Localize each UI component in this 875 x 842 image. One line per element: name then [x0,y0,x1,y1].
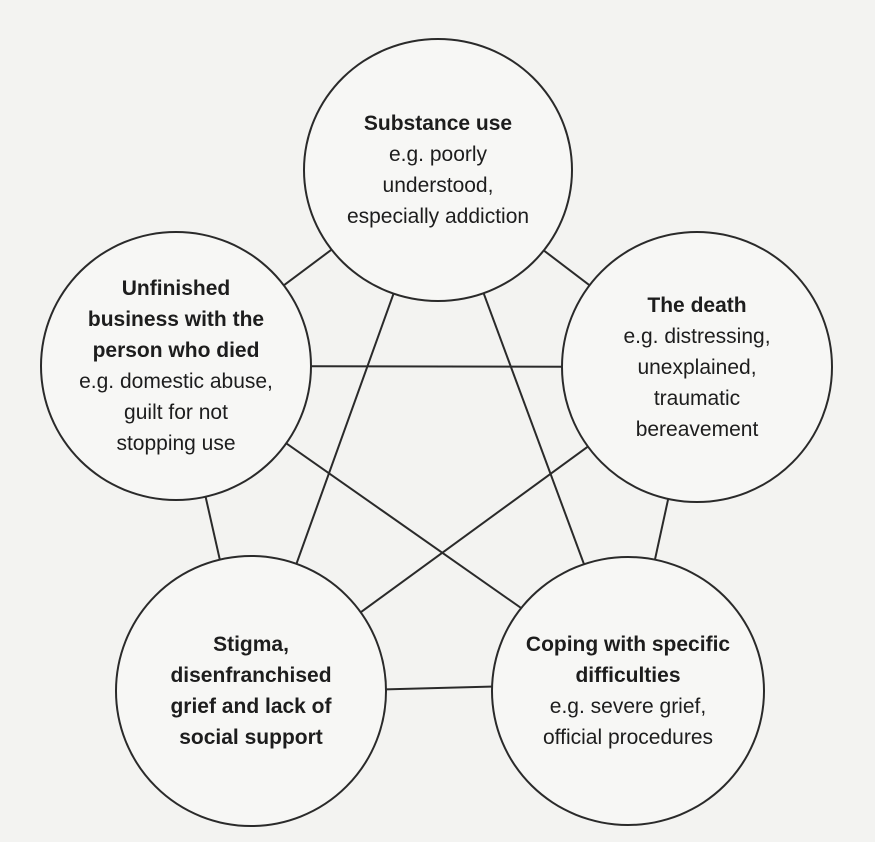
node-title: Substance use [363,112,513,135]
node-detail: e.g. poorly [388,143,488,166]
node-detail: guilt for not [124,401,228,424]
node-title: Stigma, [213,633,289,656]
node-substance-use: Substance use e.g. poorly understood, es… [303,38,573,302]
node-coping: Coping with specific difficulties e.g. s… [491,556,765,826]
node-title: person who died [92,339,260,362]
node-detail: stopping use [116,432,236,455]
node-detail: especially addiction [346,205,530,228]
node-title: grief and lack of [170,695,332,718]
node-title: Coping with specific [525,633,731,656]
node-detail: traumatic [653,386,741,410]
node-detail: official procedures [542,726,714,749]
node-title: business with the [87,308,265,331]
node-detail: e.g. severe grief, [549,695,707,718]
node-the-death: The death e.g. distressing, unexplained,… [561,231,833,503]
node-detail: e.g. distressing, [623,324,771,348]
node-detail: e.g. domestic abuse, [79,370,273,393]
node-detail: unexplained, [637,355,757,379]
node-unfinished-business: Unfinished business with the person who … [40,231,312,501]
node-title: disenfranchised [170,664,332,687]
node-title: The death [647,293,747,317]
node-title: social support [179,726,323,749]
node-title: difficulties [575,664,681,687]
node-stigma: Stigma, disenfranchised grief and lack o… [115,555,387,827]
node-detail: understood, [382,174,494,197]
node-title: Unfinished [121,277,231,300]
node-detail: bereavement [635,417,759,441]
